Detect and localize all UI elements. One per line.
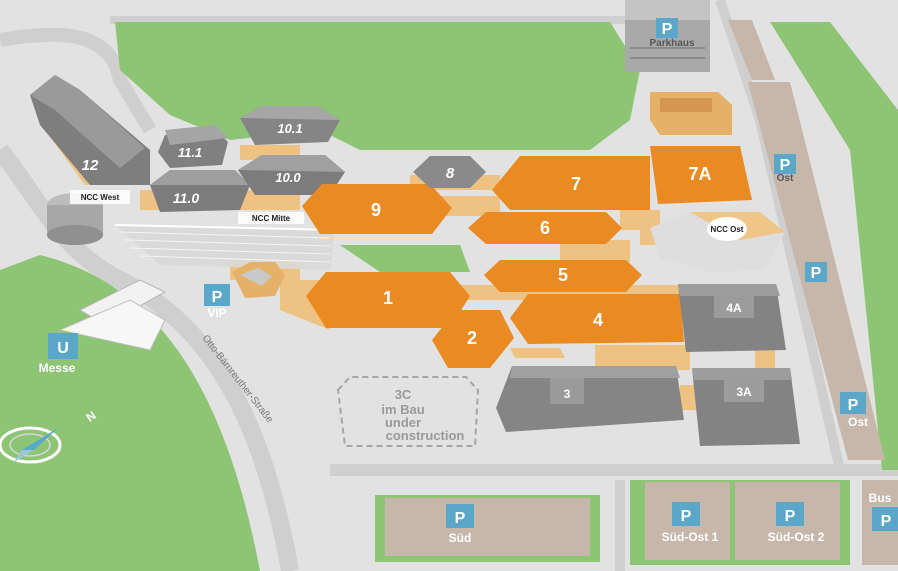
hall-5-label: 5 <box>558 265 568 285</box>
parking-ost-north[interactable]: P Ost <box>774 154 796 184</box>
ubahn-station-label: Messe <box>39 361 76 375</box>
ncc-ost[interactable]: NCC Ost <box>650 212 785 272</box>
ncc-west-label: NCC West <box>81 193 120 202</box>
hall-11-1-label: 11.1 <box>178 145 202 160</box>
hall-7-label: 7 <box>571 174 581 194</box>
ncc-ost-label: NCC Ost <box>711 225 744 234</box>
hall-8-label: 8 <box>446 165 455 182</box>
green-area-northeast <box>770 22 898 470</box>
parking-parkhaus-symbol: P <box>662 21 673 38</box>
hall-7[interactable]: 7 <box>492 156 650 210</box>
parking-strip-east <box>728 20 775 80</box>
parking-ost-south-label: Ost <box>848 415 868 429</box>
parking-ost-north-label: Ost <box>777 173 794 184</box>
hall-1[interactable]: 1 <box>306 272 470 328</box>
vip-building <box>232 262 285 298</box>
hall-12[interactable]: 12 <box>30 75 150 185</box>
hall-9-label: 9 <box>371 200 381 220</box>
parking-ost-south[interactable]: P Ost <box>840 392 868 429</box>
parking-sued-ost-1[interactable]: P Süd-Ost 1 <box>662 502 719 544</box>
parking-sued-ost-1-symbol: P <box>681 508 692 525</box>
hall-4a[interactable]: 4A <box>678 284 786 352</box>
hall-3a-label: 3A <box>736 385 752 399</box>
parking-ost-north-symbol: P <box>780 157 791 174</box>
hall-2[interactable]: 2 <box>432 310 514 368</box>
hall-2-label: 2 <box>467 328 477 348</box>
parking-bus-symbol: P <box>881 513 892 530</box>
parking-sued-ost-1-label: Süd-Ost 1 <box>662 530 719 544</box>
hall-3a[interactable]: 3A <box>692 368 800 446</box>
parking-parkhaus-label: Parkhaus <box>649 38 694 49</box>
hall-10-1[interactable]: 10.1 <box>240 106 340 145</box>
hall-11-1[interactable]: 11.1 <box>158 125 228 168</box>
service-building <box>650 92 732 135</box>
hall-3[interactable]: 3 <box>496 366 684 432</box>
parking-sued-ost-2-symbol: P <box>785 508 796 525</box>
hall-7a-label: 7A <box>688 164 711 184</box>
parking-vip-label: VIP <box>207 306 226 320</box>
hall-4a-label: 4A <box>726 301 742 315</box>
hall-6[interactable]: 6 <box>468 212 622 244</box>
ncc-mitte-label: NCC Mitte <box>252 214 291 223</box>
ubahn-symbol: U <box>57 340 69 357</box>
parking-sued-ost-2[interactable]: P Süd-Ost 2 <box>768 502 825 544</box>
ubahn-messe[interactable]: U Messe <box>39 333 78 375</box>
hall-4-label: 4 <box>593 310 603 330</box>
parking-sued-symbol: P <box>455 510 466 527</box>
hall-9[interactable]: 9 <box>302 184 452 234</box>
ubahn-entrance <box>58 279 167 351</box>
construction-code: 3C <box>395 387 412 402</box>
parking-vip-symbol: P <box>212 289 223 306</box>
parking-sued-ost-2-label: Süd-Ost 2 <box>768 530 825 544</box>
hall-1-label: 1 <box>383 288 393 308</box>
construction-line-1: im Bau <box>381 402 424 417</box>
parking-sued[interactable]: P Süd <box>446 504 474 545</box>
ncc-west[interactable]: NCC West <box>47 190 130 245</box>
hall-7a[interactable]: 7A <box>650 146 752 204</box>
construction-line-2: under <box>385 415 421 430</box>
parking-vip[interactable]: P VIP <box>204 284 230 320</box>
hall-12-label: 12 <box>82 157 99 174</box>
parking-ost-south-symbol: P <box>848 397 859 414</box>
hall-8[interactable]: 8 <box>413 156 486 188</box>
green-area-center <box>340 245 470 272</box>
hall-10-1-label: 10.1 <box>277 121 302 136</box>
hall-11-0[interactable]: 11.0 <box>150 170 250 212</box>
parking-ost-middle[interactable]: P <box>805 262 827 282</box>
ncc-mitte[interactable]: NCC Mitte <box>114 212 336 270</box>
construction-line-3: construction <box>386 428 465 443</box>
parking-bus-label: Bus <box>869 491 892 505</box>
hall-10-0[interactable]: 10.0 <box>238 155 345 195</box>
hall-4[interactable]: 4 <box>510 294 684 344</box>
hall-10-0-label: 10.0 <box>275 170 301 185</box>
parking-ost-middle-symbol: P <box>811 265 822 282</box>
parking-bus[interactable]: Bus P <box>869 491 898 531</box>
hall-11-0-label: 11.0 <box>173 190 199 206</box>
hall-3-label: 3 <box>564 387 571 401</box>
parking-sued-label: Süd <box>449 531 472 545</box>
hall-5[interactable]: 5 <box>484 260 642 292</box>
hall-3c-construction[interactable]: 3C im Bau under construction <box>336 376 480 447</box>
parking-parkhaus[interactable]: P Parkhaus <box>649 18 695 49</box>
hall-6-label: 6 <box>540 218 550 238</box>
parking-lot-sued <box>385 498 590 556</box>
